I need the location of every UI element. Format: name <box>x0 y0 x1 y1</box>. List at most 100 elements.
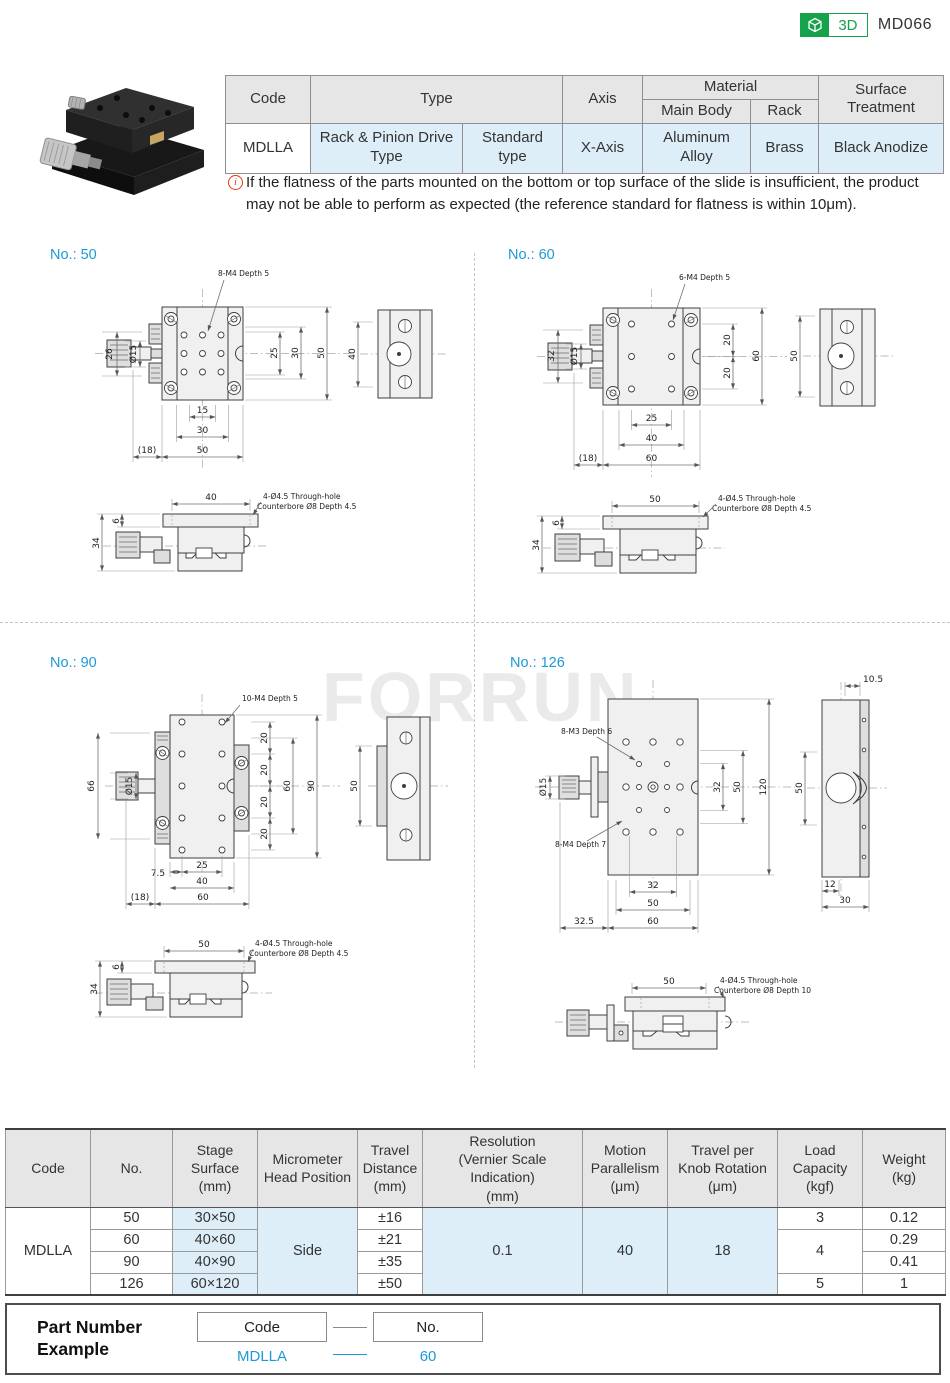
spec-no-126[interactable]: 126 <box>90 1272 173 1296</box>
no90-dim-60r: 60 <box>283 780 293 792</box>
flatness-note-text: If the flatness of the parts mounted on … <box>246 174 919 213</box>
no50-side-view: 40 <box>348 309 448 399</box>
no90-bv-callout1: 4-Ø4.5 Through-hole <box>255 939 333 948</box>
spec-h-no: No. <box>90 1128 173 1208</box>
no50-bv-width: 40 <box>205 493 217 503</box>
3d-badge[interactable]: 3D <box>799 13 868 37</box>
3d-badge-label: 3D <box>828 14 867 36</box>
no60-dim-50side: 50 <box>790 350 800 362</box>
pn-code-box: Code <box>197 1312 328 1342</box>
no90-dim-50side: 50 <box>350 780 360 792</box>
pn-dash <box>333 1326 368 1328</box>
no126-side-view: 10.5 50 12 30 <box>795 675 887 912</box>
no90-dim-90r: 90 <box>307 780 317 792</box>
no126-dim-60b: 60 <box>647 917 659 927</box>
no50-plan-view: 8-M4 Depth 5 26 Ø15 25 30 50 15 <box>95 269 352 469</box>
no90-dim-d15: Ø15 <box>124 777 135 796</box>
no60-side-view: 50 <box>790 308 893 407</box>
no50-bv-callout2: Counterbore Ø8 Depth 4.5 <box>257 502 357 511</box>
info-code-value[interactable]: MDLLA <box>225 122 311 174</box>
section-no126: No.: 126 8-M3 Depth 6 <box>475 622 950 1070</box>
no60-callout: 6-M4 Depth 5 <box>679 273 730 282</box>
no90-dim-40: 40 <box>196 877 208 887</box>
no126-dim-32r: 32 <box>713 781 723 792</box>
info-rack-value: Brass <box>749 122 820 174</box>
part-number-example: Part Number Example Code No. MDLLA 60 <box>5 1303 941 1375</box>
part-number-example-title: Part Number Example <box>37 1317 143 1359</box>
spec-travel-90: ±35 <box>357 1250 423 1274</box>
no50-bv-callout1: 4-Ø4.5 Through-hole <box>263 492 341 501</box>
no60-dim-25: 25 <box>646 414 657 424</box>
no90-bv-width: 50 <box>198 940 210 950</box>
section-no90: No.: 90 <box>0 622 475 1070</box>
no90-dim-7-5: 7.5 <box>151 869 165 879</box>
no126-dim-32-5: 32.5 <box>574 917 594 927</box>
no50-dim-d15: Ø15 <box>128 345 139 364</box>
no126-dim-12: 12 <box>824 880 835 890</box>
no90-dim-20b: 20 <box>260 764 270 776</box>
spec-no-60[interactable]: 60 <box>90 1228 173 1252</box>
spec-resolution: 0.1 <box>422 1206 583 1296</box>
info-h-rack: Rack <box>749 98 820 124</box>
info-icon: i <box>228 175 243 190</box>
drawing-no90: 10-M4 Depth 5 66 Ø15 20 20 20 20 60 <box>87 694 448 1018</box>
no90-bv-34: 34 <box>90 983 100 995</box>
no126-bv-callout2: Counterbore Ø8 Depth 10 <box>714 986 811 995</box>
no60-dim-d15: Ø15 <box>569 347 580 366</box>
spec-stage-90: 40×90 <box>172 1250 258 1274</box>
no60-bv-6: 6 <box>552 520 562 526</box>
spec-h-weight: Weight(kg) <box>862 1128 946 1208</box>
no126-dim-120: 120 <box>759 778 769 795</box>
no50-dim-50r: 50 <box>317 347 327 359</box>
no60-bv-width: 50 <box>649 495 661 505</box>
section-no60: No.: 60 <box>475 245 950 622</box>
no60-bottom-view: 50 4-Ø4.5 Through-hole Counterbore Ø8 De… <box>532 494 812 574</box>
spec-code[interactable]: MDLLA <box>5 1206 91 1296</box>
watermark: FORRUN <box>322 658 640 736</box>
spec-stage-126: 60×120 <box>172 1272 258 1296</box>
section-no60-label: No.: 60 <box>508 247 555 263</box>
no60-bv-34: 34 <box>532 539 542 551</box>
no126-bv-width: 50 <box>663 977 675 987</box>
3d-cube-icon <box>800 14 829 36</box>
no60-dim-20a: 20 <box>723 334 733 346</box>
no126-dim-10-5: 10.5 <box>863 675 883 685</box>
no60-bv-callout2: Counterbore Ø8 Depth 4.5 <box>712 504 812 513</box>
product-photo <box>39 88 204 195</box>
no126-dim-50r: 50 <box>733 781 743 793</box>
drawing-no50: 8-M4 Depth 5 26 Ø15 25 30 50 15 <box>92 269 448 572</box>
pn-code-value: MDLLA <box>237 1347 288 1365</box>
no90-dim-25: 25 <box>196 861 207 871</box>
no126-callout1: 8-M3 Depth 6 <box>561 727 612 736</box>
spec-no-50[interactable]: 50 <box>90 1206 173 1230</box>
spec-load-60-90: 4 <box>777 1228 863 1274</box>
no60-dim-40: 40 <box>646 434 658 444</box>
no50-dim-25: 25 <box>270 347 280 358</box>
spec-stage-60: 40×60 <box>172 1228 258 1252</box>
no60-dim-18: (18) <box>579 454 597 464</box>
info-surface-value: Black Anodize <box>818 122 945 174</box>
info-h-surface: Surface Treatment <box>818 75 945 124</box>
section-no126-label: No.: 126 <box>510 655 565 671</box>
info-h-main-body: Main Body <box>642 98 751 124</box>
no90-plan-view: 10-M4 Depth 5 66 Ø15 20 20 20 20 60 <box>87 694 340 909</box>
no60-dim-60r: 60 <box>752 350 762 362</box>
section-no90-label: No.: 90 <box>50 655 97 671</box>
spec-no-90[interactable]: 90 <box>90 1250 173 1274</box>
spec-h-resolution: Resolution(Vernier Scale Indication)(mm) <box>422 1128 583 1208</box>
no90-dim-18: (18) <box>131 893 149 903</box>
info-h-material: Material <box>641 75 820 100</box>
drawing-no126: 8-M3 Depth 6 8-M4 Depth 7 Ø15 32 50 120 … <box>535 675 887 1050</box>
horizontal-divider <box>0 622 950 623</box>
no60-dim-60b: 60 <box>646 454 658 464</box>
doc-code: MD066 <box>877 16 932 33</box>
no60-bv-callout1: 4-Ø4.5 Through-hole <box>718 494 796 503</box>
product-info-table: Code Type Axis Material Surface Treatmen… <box>225 75 945 174</box>
spec-load-126: 5 <box>777 1272 863 1296</box>
spec-weight-126: 1 <box>862 1272 946 1296</box>
